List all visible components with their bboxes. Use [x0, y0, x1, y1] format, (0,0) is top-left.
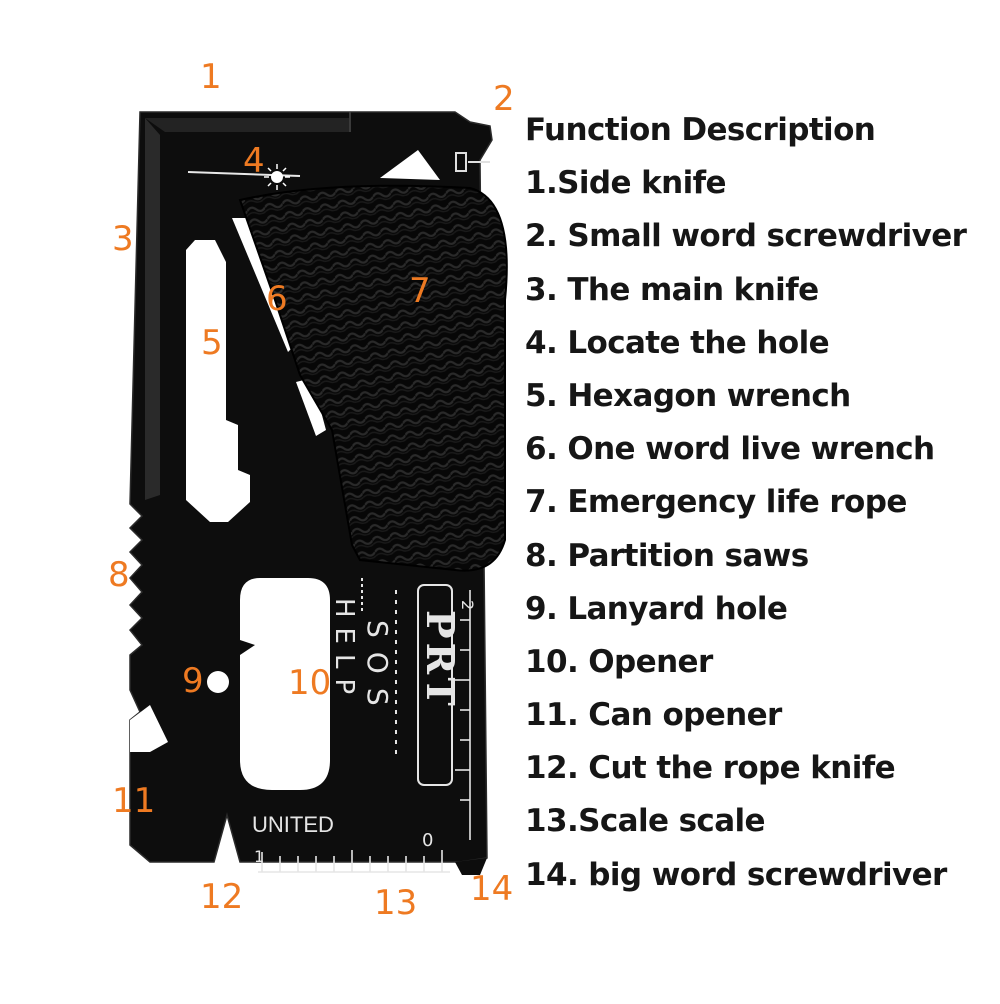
description-item: 6. One word live wrench: [525, 431, 935, 468]
description-item: 3. The main knife: [525, 271, 819, 308]
triangle-cutout: [380, 150, 440, 180]
callout-10: 10: [288, 663, 332, 703]
side-knife-edge: [145, 118, 350, 132]
description-item: 4. Locate the hole: [525, 324, 830, 361]
sos-text: SOS: [361, 620, 394, 720]
callout-11: 11: [112, 781, 156, 821]
description-item: 1.Side knife: [525, 165, 727, 202]
description-item: 7. Emergency life rope: [525, 484, 907, 521]
side-scale: [455, 590, 471, 840]
description-item: 12. Cut the rope knife: [525, 750, 896, 787]
callout-12: 12: [200, 877, 244, 917]
callout-2: 2: [493, 79, 515, 119]
callout-14: 14: [470, 869, 514, 909]
hexagon-wrench-cutout: [186, 240, 250, 522]
callout-13: 13: [374, 883, 418, 923]
callout-7: 7: [409, 271, 431, 311]
locate-hole-sparkle: [271, 171, 283, 183]
callout-3: 3: [112, 219, 134, 259]
description-item: 9. Lanyard hole: [525, 590, 788, 627]
callout-8: 8: [108, 555, 130, 595]
callout-6: 6: [266, 279, 288, 319]
can-opener-notch: [130, 705, 168, 752]
callout-9: 9: [182, 661, 204, 701]
description-item: 13.Scale scale: [525, 803, 766, 840]
opener-cutout: [240, 578, 330, 790]
description-item: 5. Hexagon wrench: [525, 377, 851, 414]
scale-mark-2: 2: [458, 600, 477, 610]
description-item: 2. Small word screwdriver: [525, 218, 967, 255]
bottom-scale: [258, 850, 450, 873]
callout-5: 5: [201, 323, 223, 363]
description-item: 11. Can opener: [525, 697, 782, 734]
description-item: 8. Partition saws: [525, 537, 809, 574]
lanyard-hole: [207, 671, 229, 693]
united-brand-text: UNITED: [252, 812, 334, 837]
function-description: Function Description 1.Side knife 2. Sma…: [525, 110, 995, 908]
callout-1: 1: [200, 57, 222, 97]
callout-4: 4: [243, 141, 265, 181]
big-screwdriver-corner: [455, 858, 487, 875]
scale-mark-1: 1: [254, 847, 264, 866]
brand-badge: [417, 584, 453, 786]
sparkle-rays: [264, 164, 290, 190]
small-screwdriver-slot: [455, 152, 467, 172]
brand-logo-text: PRT: [418, 610, 463, 710]
main-knife-edge: [145, 118, 160, 500]
description-title: Function Description: [525, 112, 876, 148]
description-item: 14. big word screwdriver: [525, 856, 947, 893]
description-item: 10. Opener: [525, 643, 713, 680]
help-text: HELP: [329, 598, 359, 704]
emergency-rope-bundle: [238, 184, 508, 572]
scale-mark-0: 0: [422, 830, 433, 851]
